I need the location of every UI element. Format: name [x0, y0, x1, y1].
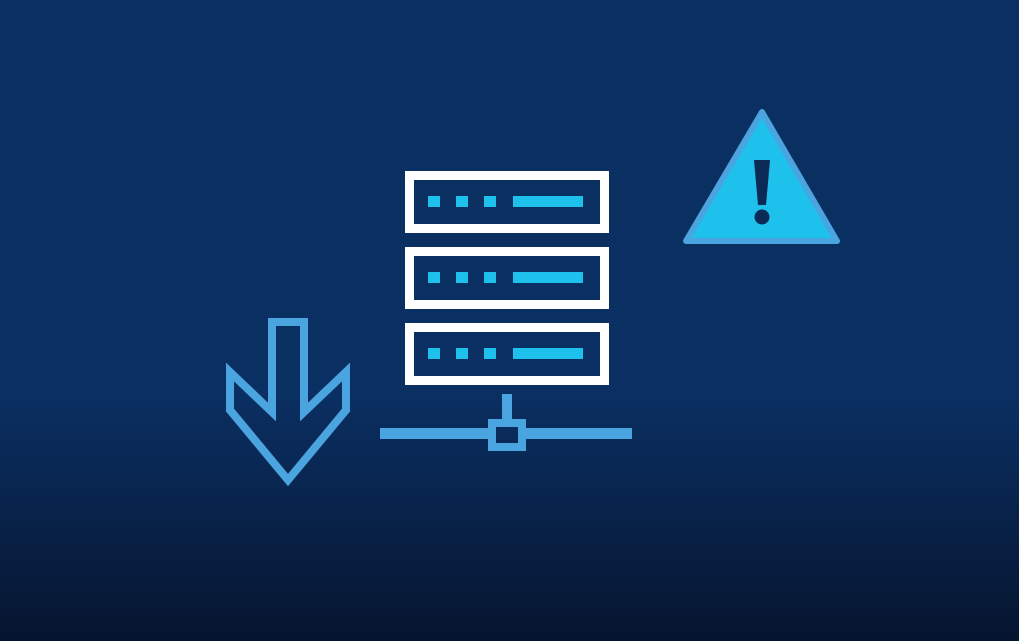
server-rack-icon	[405, 171, 609, 385]
exclamation-dot	[754, 209, 770, 225]
warning-triangle-icon	[683, 109, 840, 244]
server-unit-bottom	[405, 323, 609, 385]
server-unit-middle	[405, 247, 609, 309]
server-unit-top	[405, 171, 609, 233]
network-connector-icon	[380, 394, 632, 451]
download-arrow-icon	[226, 318, 350, 487]
exclamation-bar	[754, 160, 770, 205]
